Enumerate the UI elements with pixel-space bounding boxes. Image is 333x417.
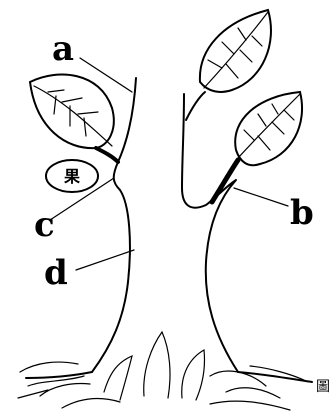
pointer-b [234,188,288,206]
roots [18,332,312,410]
label-b: b [290,193,314,233]
label-a: a [52,29,74,69]
pointer-d [76,250,134,270]
leaf-top-left [30,75,114,149]
label-c: c [34,205,55,245]
leaf-mid-right [235,92,302,165]
figure-caption: 圖 [316,379,330,395]
petiole-fruit [96,148,118,162]
fruit-label: 果 [63,167,80,186]
fruit-marker: 果 [46,160,98,192]
label-d: d [44,253,68,293]
leaf-top-right [200,10,271,92]
